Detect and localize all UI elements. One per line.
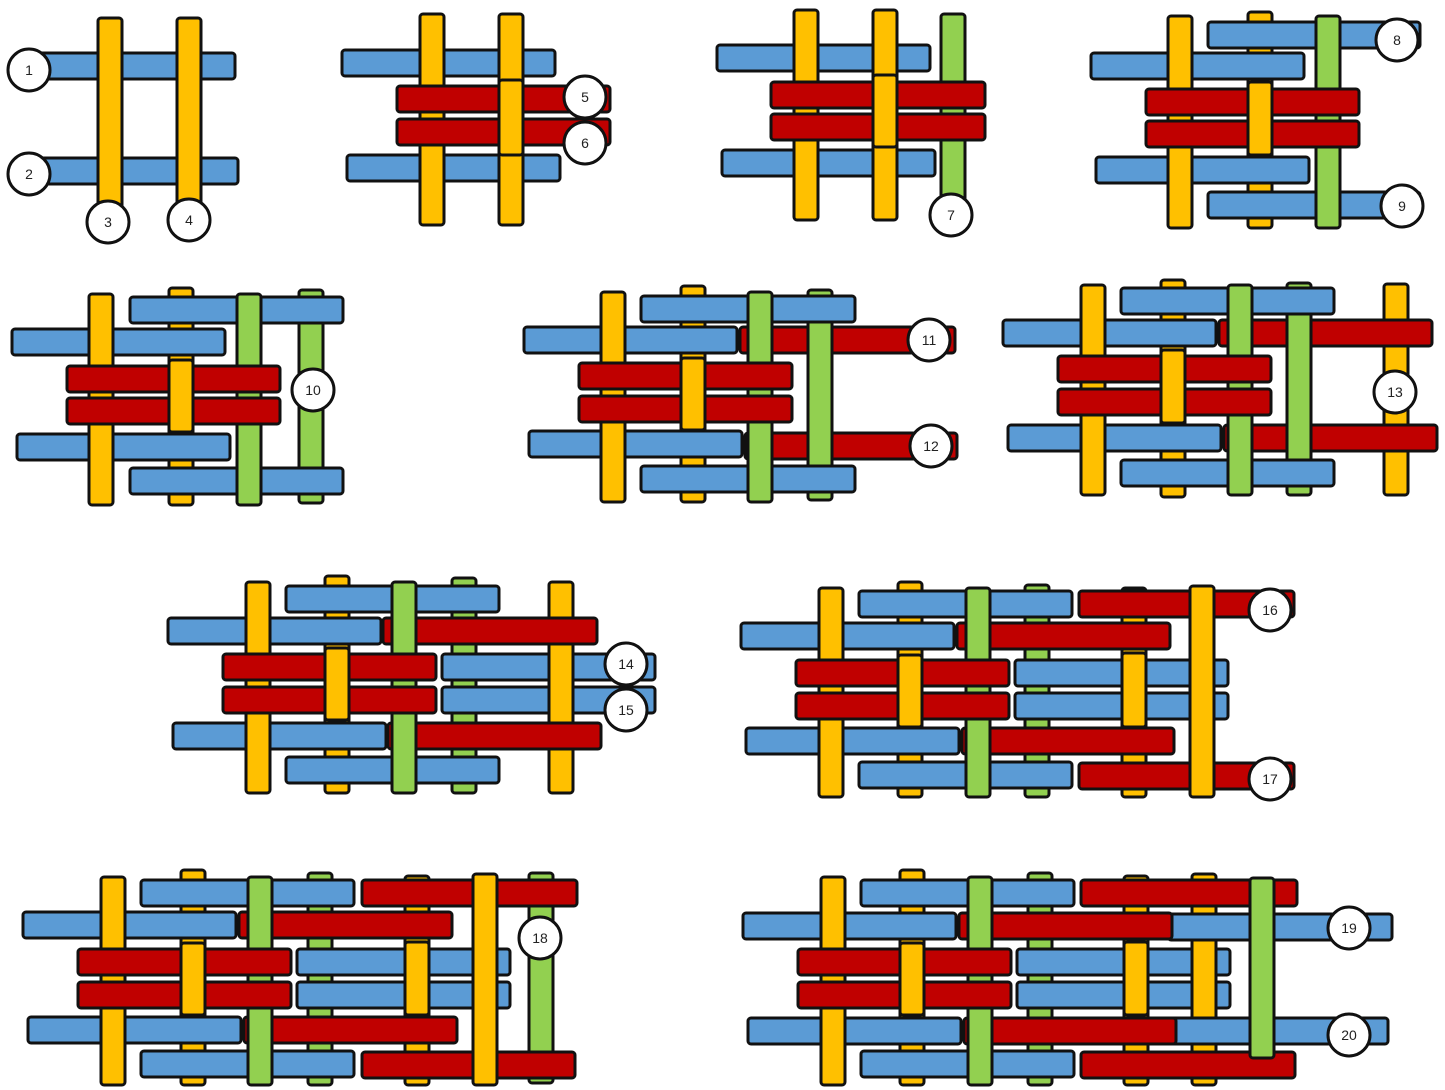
step-number: 11	[922, 332, 937, 348]
horizontal-strip	[529, 431, 742, 457]
horizontal-strip	[1096, 157, 1309, 183]
step-number-label: 2	[8, 153, 50, 195]
step-number-label: 14	[605, 643, 647, 685]
step-number: 18	[532, 930, 548, 946]
step-number-label: 4	[168, 199, 210, 241]
step-number-label: 3	[87, 201, 129, 243]
vertical-strip	[325, 648, 349, 720]
step-number: 20	[1341, 1027, 1357, 1043]
horizontal-strip	[35, 53, 235, 79]
weave-panel-3: 7	[717, 10, 985, 236]
weave-panel-10: 18	[23, 870, 577, 1085]
vertical-strip	[1161, 350, 1185, 423]
horizontal-strip	[741, 623, 954, 649]
horizontal-strip	[28, 1017, 241, 1043]
vertical-strip	[177, 18, 201, 216]
horizontal-strip	[743, 913, 956, 939]
step-number: 17	[1262, 771, 1278, 787]
horizontal-strip	[964, 1018, 1176, 1044]
step-number: 10	[305, 382, 321, 398]
step-number: 3	[104, 214, 112, 230]
step-number: 13	[1387, 384, 1403, 400]
horizontal-strip	[1003, 320, 1216, 346]
vertical-strip	[681, 358, 705, 430]
horizontal-strip	[23, 912, 236, 938]
vertical-strip	[1124, 942, 1148, 1015]
weave-panel-7: 13	[1003, 280, 1437, 497]
vertical-strip	[900, 943, 924, 1015]
horizontal-strip	[962, 728, 1174, 754]
weave-panel-2: 56	[342, 14, 610, 225]
vertical-strip	[1250, 878, 1274, 1058]
horizontal-strip	[1091, 53, 1304, 79]
step-number: 12	[923, 438, 939, 454]
step-number: 7	[947, 207, 955, 223]
step-number: 14	[618, 656, 634, 672]
vertical-strip	[169, 360, 193, 432]
horizontal-strip	[388, 723, 601, 749]
horizontal-strip	[244, 1017, 457, 1043]
vertical-strip	[898, 655, 922, 727]
horizontal-strip	[347, 155, 560, 181]
step-number-label: 16	[1249, 589, 1291, 631]
step-number-label: 10	[292, 369, 334, 411]
step-number-label: 5	[564, 76, 606, 118]
horizontal-strip	[173, 723, 386, 749]
vertical-strip	[499, 80, 523, 155]
vertical-strip	[549, 582, 573, 793]
horizontal-strip	[722, 150, 935, 176]
step-number: 19	[1341, 920, 1357, 936]
horizontal-strip	[12, 329, 225, 355]
step-number-label: 12	[910, 425, 952, 467]
vertical-strip	[98, 18, 122, 218]
step-number: 5	[581, 89, 589, 105]
horizontal-strip	[17, 434, 230, 460]
step-number-label: 15	[605, 689, 647, 731]
step-number: 4	[185, 212, 193, 228]
weave-panel-1: 1 2 3 4	[8, 18, 238, 243]
vertical-strip	[1122, 653, 1146, 727]
step-number: 9	[1398, 198, 1406, 214]
step-number-label: 11	[908, 319, 950, 361]
horizontal-strip	[362, 880, 577, 906]
step-number-label: 7	[930, 194, 972, 236]
horizontal-strip	[1008, 425, 1221, 451]
horizontal-strip	[524, 327, 737, 353]
step-number-label: 20	[1328, 1014, 1370, 1056]
vertical-strip	[405, 942, 429, 1015]
step-number-label: 17	[1249, 758, 1291, 800]
step-number-label: 1	[8, 49, 50, 91]
step-number-label: 8	[1376, 19, 1418, 61]
weave-panel-8: 14 15	[168, 576, 655, 793]
step-number-label: 19	[1328, 907, 1370, 949]
vertical-strip	[1190, 586, 1214, 797]
step-number: 6	[581, 135, 589, 151]
step-number-label: 6	[564, 122, 606, 164]
step-number-label: 9	[1381, 185, 1423, 227]
step-number: 15	[618, 702, 634, 718]
step-number: 16	[1262, 602, 1278, 618]
horizontal-strip	[1224, 425, 1437, 451]
weave-panel-5: 10	[12, 288, 343, 505]
step-number: 2	[25, 166, 33, 182]
horizontal-strip	[168, 618, 381, 644]
horizontal-strip	[35, 158, 238, 184]
horizontal-strip	[362, 1052, 575, 1078]
vertical-strip	[181, 943, 205, 1015]
weave-panel-4: 89	[1091, 12, 1423, 228]
step-number: 1	[25, 62, 33, 78]
horizontal-strip	[748, 1018, 961, 1044]
vertical-strip	[873, 75, 897, 147]
weave-panel-6: 11 12	[524, 286, 957, 502]
step-number: 8	[1393, 32, 1401, 48]
step-number-label: 18	[519, 917, 561, 959]
vertical-strip	[1248, 82, 1272, 155]
horizontal-strip	[746, 728, 959, 754]
step-number-label: 13	[1374, 371, 1416, 413]
vertical-strip	[473, 874, 497, 1085]
